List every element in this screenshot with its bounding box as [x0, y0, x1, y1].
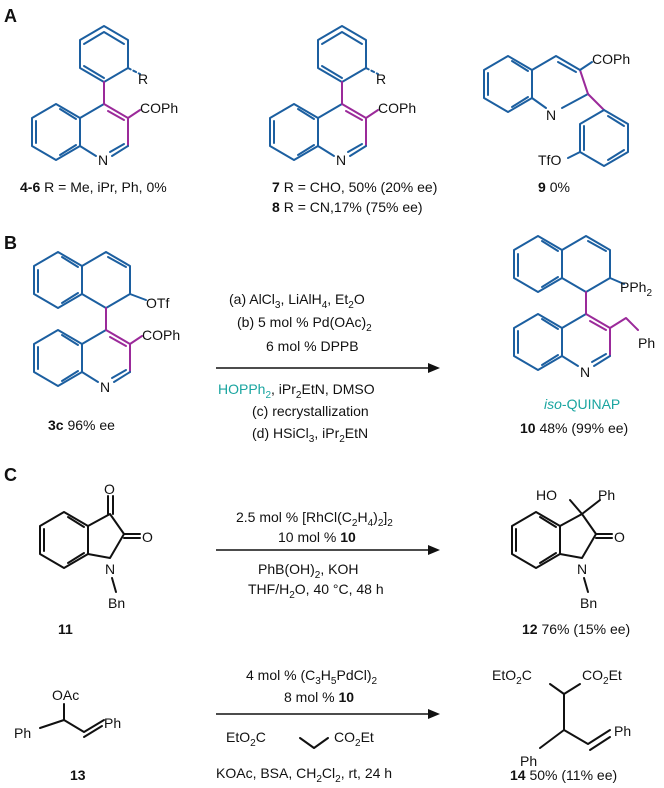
compound-caption: 9 0% — [538, 179, 570, 195]
catalyst: 4 mol % (C3H5PdCl)2 — [246, 667, 378, 687]
benzoyl-label: COPh — [140, 100, 178, 116]
solvent-conditions: THF/H2O, 40 °C, 48 h — [248, 581, 384, 601]
compound-caption: 14 50% (11% ee) — [510, 767, 617, 783]
triflate-label: OTf — [146, 295, 169, 311]
benzoyl-label: COPh — [142, 327, 180, 343]
benzyl-label: Bn — [580, 595, 597, 611]
ring-nitrogen: N — [100, 379, 110, 395]
compound-12: HO Ph O N Bn 12 76% (15% ee) — [511, 487, 630, 637]
compound-14: EtO2C CO2Et Ph Ph 14 50% (11% ee) — [492, 667, 631, 783]
ketone-oxygen: O — [104, 481, 115, 497]
ligand-loading: 10 mol % 10 — [278, 529, 356, 545]
r-group-label: R — [376, 71, 386, 87]
hydroxyl-label: HO — [536, 487, 557, 503]
ring-nitrogen: N — [580, 364, 590, 380]
amide-oxygen: O — [614, 529, 625, 545]
ester-label-1: EtO2C — [492, 667, 532, 687]
compound-11: O O N Bn 11 — [39, 481, 153, 637]
phenyl-label-2: Ph — [614, 723, 631, 739]
section-label-c: C — [4, 465, 17, 485]
condition-c: (c) recrystallization — [252, 403, 369, 419]
ring-nitrogen: N — [98, 152, 108, 168]
compound-caption-8: 8 R = CN,17% (75% ee) — [272, 199, 423, 215]
benzyl-label: Bn — [108, 595, 125, 611]
amide-oxygen: O — [142, 529, 153, 545]
catalyst: 2.5 mol % [RhCl(C2H4)2]2 — [236, 509, 393, 529]
reaction-1-conditions: 2.5 mol % [RhCl(C2H4)2]2 10 mol % 10 PhB… — [216, 509, 440, 601]
condition-d: (d) HSiCl3, iPr2EtN — [252, 425, 368, 445]
benzoyl-label: COPh — [592, 51, 630, 67]
reaction-2-conditions: 4 mol % (C3H5PdCl)2 8 mol % 10 EtO2C CO2… — [216, 667, 440, 785]
compound-caption: 12 76% (15% ee) — [522, 621, 630, 637]
compound-number: 13 — [70, 767, 86, 783]
ring-nitrogen: N — [105, 561, 115, 577]
compound-13: OAc Ph Ph 13 — [14, 687, 121, 783]
reagents: PhB(OH)2, KOH — [258, 561, 358, 581]
phosphine-label: PPh2 — [620, 279, 652, 299]
compound-caption: 10 48% (99% ee) — [520, 420, 628, 436]
phenyl-label-1: Ph — [14, 725, 31, 741]
compound-10-iso-quinap: PPh2 N Ph iso-QUINAP 10 48% (99% ee) — [513, 235, 655, 436]
reagents: KOAc, BSA, CH2Cl2, rt, 24 h — [216, 765, 392, 785]
section-label-b: B — [4, 233, 17, 253]
phenyl-label: Ph — [598, 487, 615, 503]
section-label-a: A — [4, 6, 17, 26]
condition-b-ligand: 6 mol % DPPB — [266, 338, 359, 354]
condition-a: (a) AlCl3, LiAlH4, Et2O — [229, 291, 365, 311]
r-group-label: R — [138, 71, 148, 87]
compound-caption: 3c 96% ee — [48, 417, 115, 433]
acetate-label: OAc — [52, 687, 79, 703]
ring-nitrogen: N — [546, 107, 556, 123]
ring-nitrogen: N — [577, 561, 587, 577]
phenyl-label-1: Ph — [520, 753, 537, 769]
benzoyl-label: COPh — [378, 100, 416, 116]
compound-9: COPh N TfO 9 0% — [483, 51, 630, 195]
phenyl-label: Ph — [638, 335, 655, 351]
compound-caption-7: 7 R = CHO, 50% (20% ee) — [272, 179, 437, 195]
compound-number: 11 — [58, 621, 73, 637]
ligand-loading: 8 mol % 10 — [284, 689, 354, 705]
condition-b-reagents: HOPPh2, iPr2EtN, DMSO — [218, 381, 375, 401]
compound-3c: OTf N COPh 3c 96% ee — [33, 251, 180, 433]
svg-text:EtO2C: EtO2C — [226, 729, 266, 749]
compound-4-6: R N COPh 4-6 R = Me, iPr, Ph, 0% — [20, 25, 178, 195]
malonate: EtO2C CO2Et — [226, 729, 374, 749]
condition-b: (b) 5 mol % Pd(OAc)2 — [237, 314, 372, 334]
svg-text:CO2Et: CO2Et — [334, 729, 374, 749]
phenyl-label-2: Ph — [104, 715, 121, 731]
compound-caption: 4-6 R = Me, iPr, Ph, 0% — [20, 179, 167, 195]
triflate-label: TfO — [538, 152, 561, 168]
product-name: iso-QUINAP — [544, 396, 620, 412]
ring-nitrogen: N — [336, 152, 346, 168]
panel-b-conditions: (a) AlCl3, LiAlH4, Et2O (b) 5 mol % Pd(O… — [216, 291, 440, 445]
compound-7-8: R N COPh 7 R = CHO, 50% (20% ee) 8 R = C… — [269, 25, 437, 215]
ester-label-2: CO2Et — [582, 667, 622, 687]
